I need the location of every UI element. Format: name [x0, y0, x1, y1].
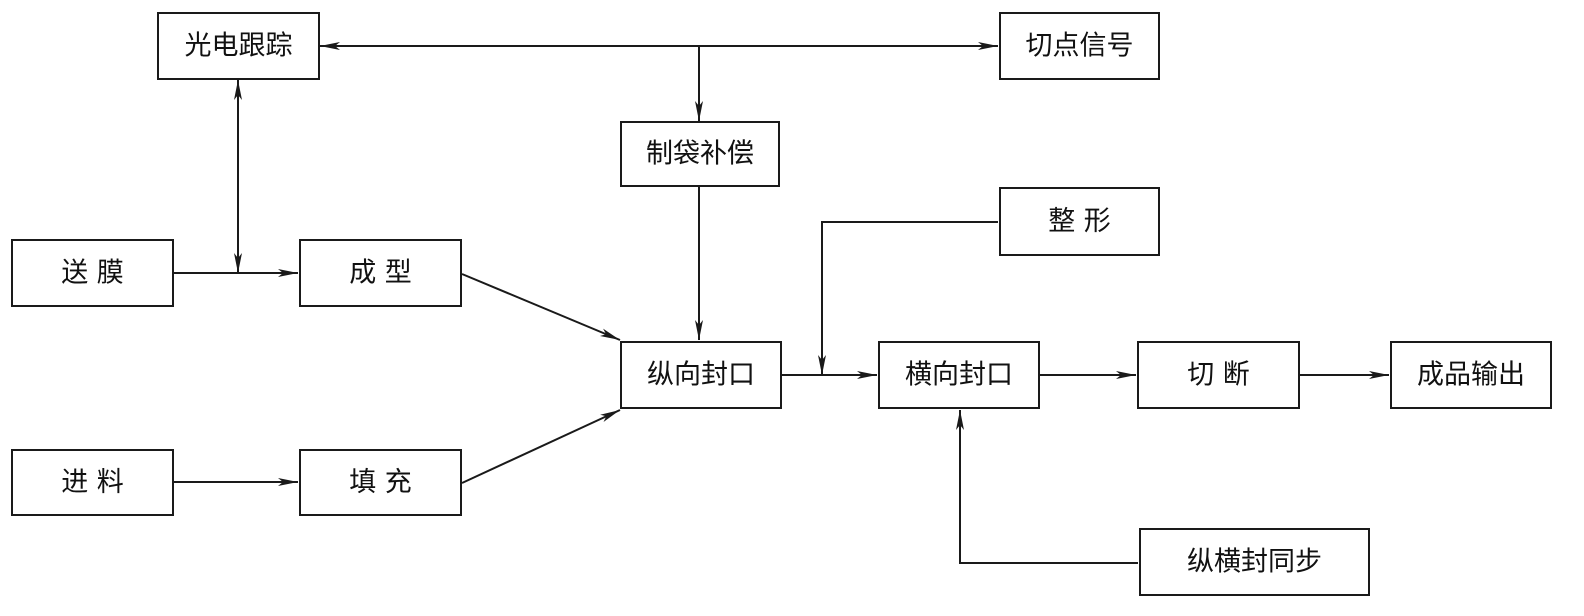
node-guangdian: 光电跟踪 [157, 12, 320, 80]
edge-tongbu-hengxiang [956, 410, 1138, 564]
edge-tianchong-zongxiang [461, 409, 621, 484]
node-label: 送 膜 [61, 258, 124, 289]
node-hengxiang: 横向封口 [878, 341, 1040, 409]
node-label: 填 充 [349, 467, 412, 498]
node-qiedian: 切点信号 [999, 12, 1160, 80]
node-label: 进 料 [61, 467, 124, 498]
node-jinliao: 进 料 [11, 449, 174, 516]
node-label: 纵向封口 [647, 360, 755, 391]
edge-chengxing-zongxiang [461, 273, 621, 341]
node-zongxiang: 纵向封口 [620, 341, 782, 409]
node-label: 整 形 [1048, 206, 1111, 237]
node-label: 制袋补偿 [646, 139, 754, 170]
node-songmo: 送 膜 [11, 239, 174, 307]
node-label: 纵横封同步 [1187, 547, 1322, 578]
node-chengpin: 成品输出 [1390, 341, 1552, 409]
node-label: 成品输出 [1417, 360, 1525, 391]
node-label: 切 断 [1187, 360, 1250, 391]
node-zhidai: 制袋补偿 [620, 121, 780, 187]
node-chengxing: 成 型 [299, 239, 462, 307]
node-label: 光电跟踪 [185, 31, 293, 62]
node-tongbu: 纵横封同步 [1139, 528, 1370, 596]
node-label: 成 型 [349, 258, 412, 289]
node-qieduan: 切 断 [1137, 341, 1300, 409]
edge-zhengxing-hengxiang [818, 221, 998, 375]
node-label: 切点信号 [1026, 31, 1134, 62]
node-tianchong: 填 充 [299, 449, 462, 516]
edges [174, 42, 1389, 564]
node-label: 横向封口 [905, 360, 1013, 391]
node-zhengxing: 整 形 [999, 187, 1160, 256]
